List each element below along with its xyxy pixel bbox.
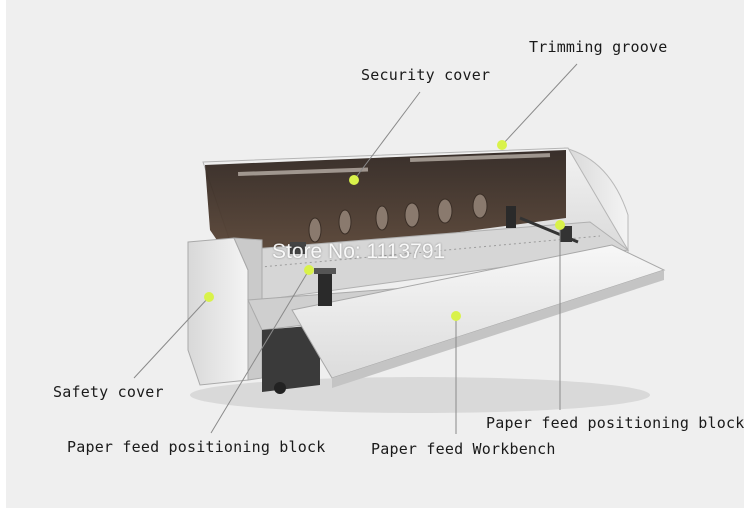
right-frame-edge xyxy=(744,0,750,508)
security-cover-panel xyxy=(205,150,566,262)
safety-cover-side xyxy=(233,237,263,381)
label-paper-feed-positioning-block-left: Paper feed positioning block xyxy=(67,438,326,456)
store-watermark: Store No: 1113791 xyxy=(272,240,446,263)
ruler-scale xyxy=(249,235,601,269)
floor-shadow xyxy=(190,377,650,413)
label-safety-cover: Safety cover xyxy=(53,383,164,401)
marker-workbench xyxy=(451,311,461,321)
trimming-groove-slot xyxy=(237,167,369,176)
positioning-block-left xyxy=(290,242,336,306)
marker-positioning-block-left xyxy=(304,265,314,275)
marker-security-cover xyxy=(349,175,359,185)
label-paper-feed-positioning-block-right: Paper feed positioning block xyxy=(486,414,745,432)
marker-positioning-block-right xyxy=(555,220,565,230)
label-security-cover: Security cover xyxy=(361,66,491,84)
lower-interior xyxy=(262,325,320,392)
label-trimming-groove: Trimming groove xyxy=(529,38,668,56)
leader-lines xyxy=(133,63,578,434)
left-frame-edge xyxy=(0,0,6,508)
trimming-groove-slot xyxy=(410,153,551,162)
workbench-tray-edge xyxy=(332,270,664,388)
callout-markers xyxy=(204,140,565,321)
safety-cover-box xyxy=(187,237,249,386)
marker-trimming-groove xyxy=(497,140,507,150)
marker-safety-cover xyxy=(204,292,214,302)
label-paper-feed-workbench: Paper feed Workbench xyxy=(371,440,556,458)
machine-foot xyxy=(274,382,286,394)
creasing-wheels xyxy=(308,193,488,243)
positioning-block-right xyxy=(506,206,579,244)
